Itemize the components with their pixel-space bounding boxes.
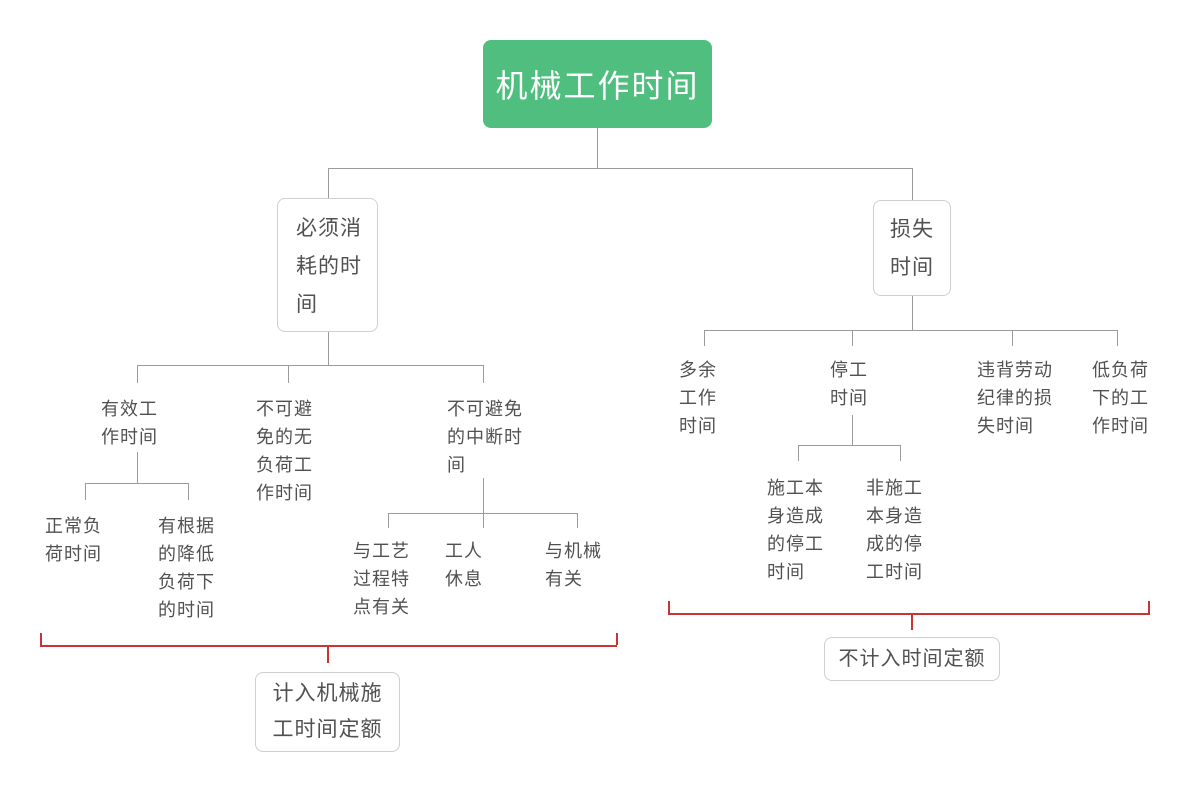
connector-line xyxy=(388,513,577,514)
node-downtime: 停工 时间 xyxy=(830,360,868,408)
bracket-line xyxy=(668,601,670,613)
connector-line xyxy=(328,332,329,365)
node-low-load-work-time: 低负荷 下的工 作时间 xyxy=(1092,360,1149,436)
connector-line xyxy=(388,513,389,528)
connector-line xyxy=(328,168,329,198)
connector-line xyxy=(1117,330,1118,346)
annotation-excluded-from-quota: 不计入时间定额 xyxy=(824,637,1000,681)
node-worker-rest: 工人 休息 xyxy=(445,541,483,589)
node-discipline-violation-loss-time: 违背劳动 纪律的损 失时间 xyxy=(977,360,1053,436)
connector-line xyxy=(900,445,901,461)
connector-line xyxy=(597,128,598,168)
connector-line xyxy=(137,452,138,483)
node-must-consumed-time: 必须消 耗的时 间 xyxy=(277,198,378,332)
bracket-line xyxy=(911,613,913,630)
node-unavoidable-interruption-time: 不可避免 的中断时 间 xyxy=(447,399,523,475)
node-non-construction-caused-downtime: 非施工 本身造 成的停 工时间 xyxy=(866,478,923,582)
connector-line xyxy=(288,365,289,383)
connector-line xyxy=(483,365,484,383)
connector-line xyxy=(704,330,705,346)
connector-line xyxy=(85,483,86,500)
connector-line xyxy=(483,478,484,513)
connector-line xyxy=(483,513,484,528)
node-unavoidable-no-load-work-time: 不可避 免的无 负荷工 作时间 xyxy=(256,399,313,503)
node-process-feature-related: 与工艺 过程特 点有关 xyxy=(353,541,410,617)
node-justified-reduced-load-time: 有根据 的降低 负荷下 的时间 xyxy=(158,516,215,620)
connector-line xyxy=(328,168,912,169)
bracket-line xyxy=(616,633,618,645)
connector-line xyxy=(704,330,1117,331)
annotation-included-in-machine-quota: 计入机械施 工时间定额 xyxy=(255,672,400,752)
connector-line xyxy=(852,330,853,346)
bracket-line xyxy=(40,633,42,645)
connector-line xyxy=(85,483,188,484)
connector-line xyxy=(852,415,853,445)
node-normal-load-time: 正常负 荷时间 xyxy=(45,516,102,564)
node-construction-caused-downtime: 施工本 身造成 的停工 时间 xyxy=(767,478,824,582)
bracket-line xyxy=(327,645,329,663)
node-machine-work-time: 机械工作时间 xyxy=(483,40,712,128)
connector-line xyxy=(912,296,913,330)
connector-line xyxy=(912,168,913,200)
bracket-line xyxy=(668,613,1150,615)
connector-line xyxy=(798,445,799,461)
connector-line xyxy=(137,365,138,383)
connector-line xyxy=(1012,330,1013,346)
bracket-line xyxy=(1148,601,1150,613)
connector-line xyxy=(188,483,189,500)
connector-line xyxy=(577,513,578,528)
node-machine-related: 与机械 有关 xyxy=(545,541,602,589)
connector-line xyxy=(798,445,900,446)
node-redundant-work-time: 多余 工作 时间 xyxy=(679,360,717,436)
node-effective-work-time: 有效工 作时间 xyxy=(101,399,158,447)
node-loss-time: 损失 时间 xyxy=(873,200,951,296)
connector-line xyxy=(137,365,483,366)
